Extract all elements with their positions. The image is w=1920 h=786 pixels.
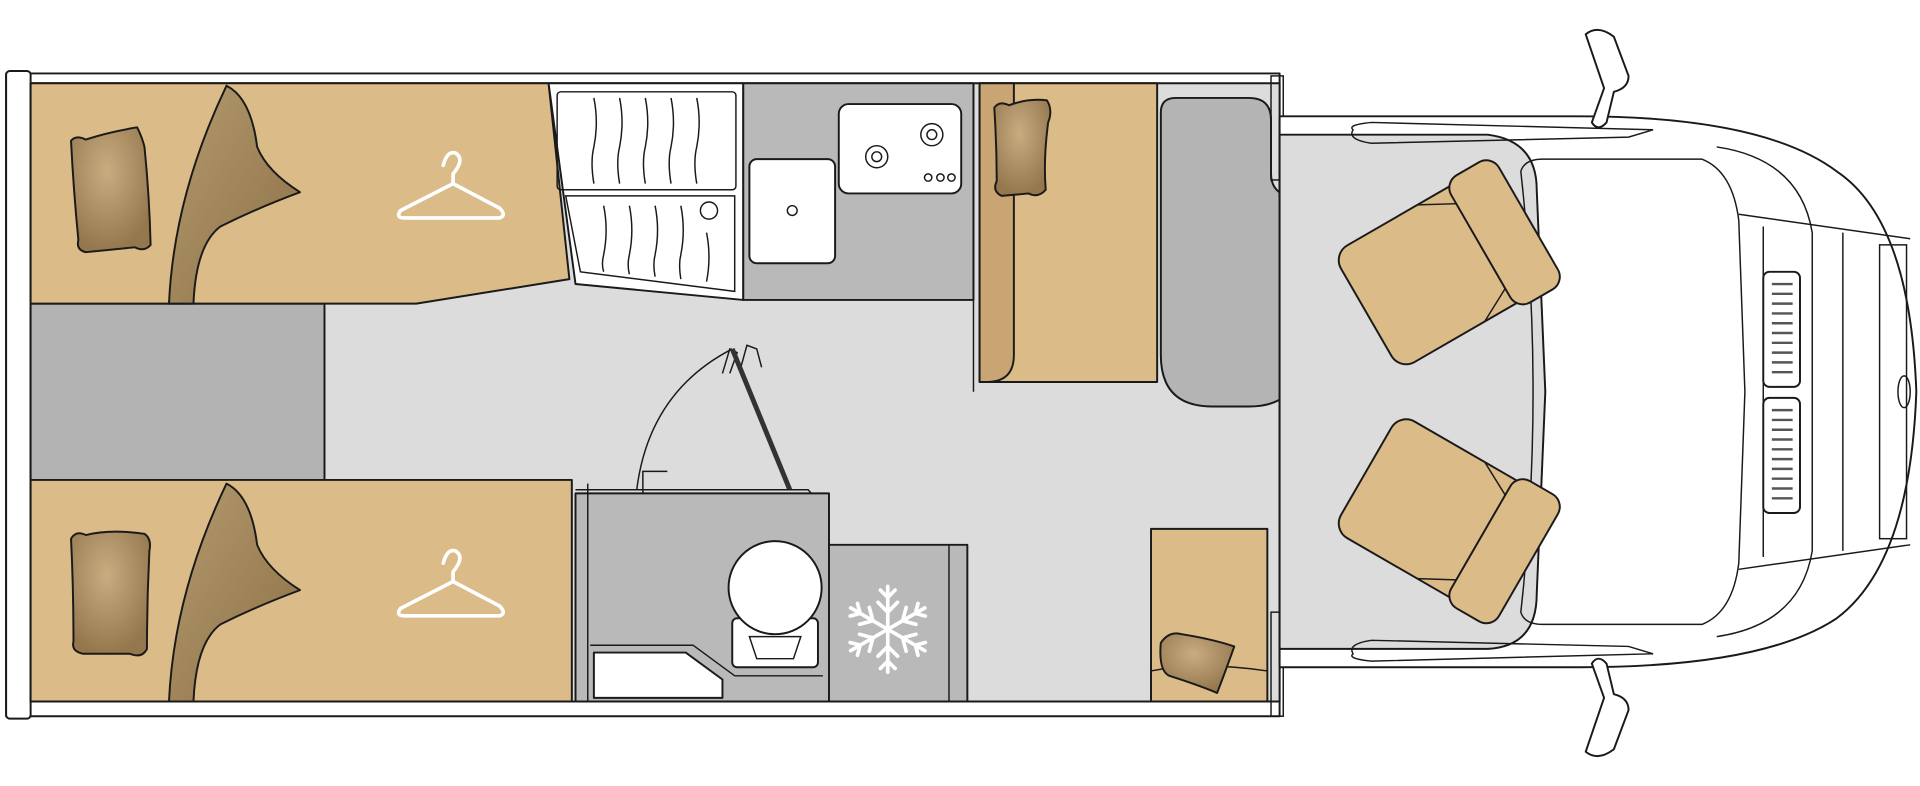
badge [1897,375,1911,409]
passenger-seat[interactable] [1329,408,1565,629]
toilet-icon [727,540,823,669]
bathroom-door[interactable] [729,347,793,491]
hanger-icon [396,150,506,220]
dinette-bench [972,82,1159,392]
hob-icon [837,103,963,195]
pillow-icon [1159,632,1236,694]
shower-tray-icon [592,651,724,699]
rear-dark-floor [29,302,326,481]
door-swing [636,348,733,490]
mirror-right [1584,657,1630,757]
windscreen [1520,158,1746,626]
grille-lower [1762,396,1801,514]
hanger-icon [396,548,506,618]
grille-upper [1762,270,1801,388]
vehicle-cab [1278,29,1918,757]
rear-wall [5,70,32,720]
driver-seat[interactable] [1329,155,1565,376]
pillow-icon [70,126,152,254]
bathroom [574,483,830,703]
bed-bottom [29,478,573,703]
wardrobe-unit [547,82,745,301]
sink-icon [748,158,837,265]
blanket-fold [168,84,301,305]
snowflake-icon [843,584,932,674]
bed-top [29,82,571,305]
kitchen-counter [742,82,975,301]
pillow-icon [70,530,151,657]
blanket-fold [168,482,301,703]
pillow-icon [993,98,1052,197]
mirror-left [1584,29,1630,129]
shower-tray-outline [590,644,823,677]
side-seat [1150,527,1269,703]
fridge [828,543,969,703]
